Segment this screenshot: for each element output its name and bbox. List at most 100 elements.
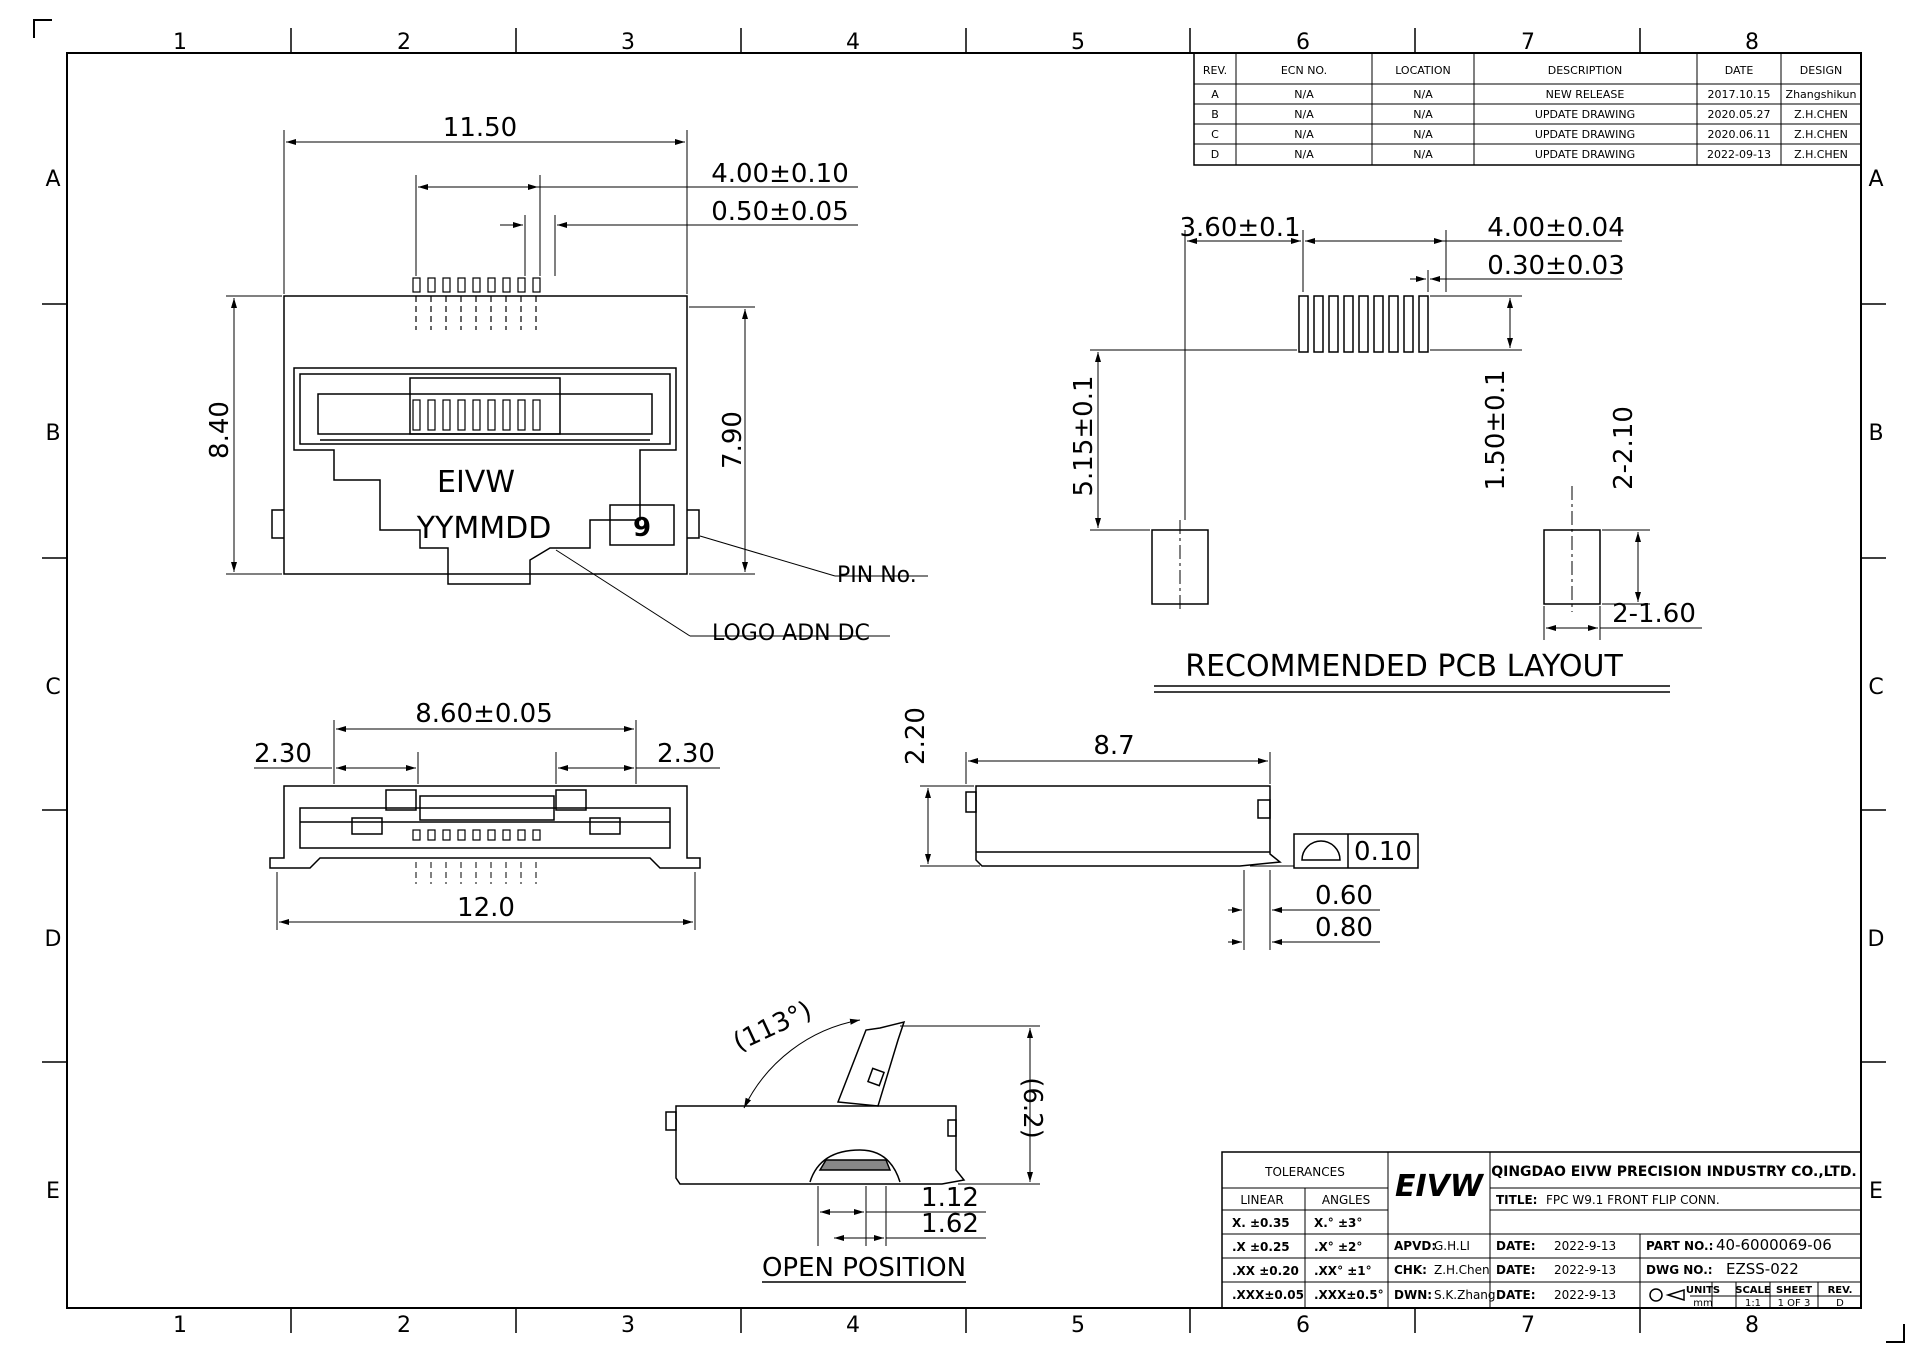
- flatness-value: 0.10: [1354, 837, 1412, 867]
- pin-number: 9: [633, 513, 651, 543]
- zone-col-7: 7: [1521, 30, 1535, 55]
- pcb-dim-mount-w: 2-1.60: [1612, 599, 1696, 629]
- part-no-label: PART NO.:: [1646, 1239, 1713, 1253]
- pcb-layout-title: RECOMMENDED PCB LAYOUT: [1185, 649, 1623, 684]
- rev-header-location: LOCATION: [1395, 64, 1451, 77]
- open-dim-a: 1.12: [921, 1183, 979, 1213]
- pcb-dim-vertical: 5.15±0.1: [1069, 375, 1099, 496]
- zone-col-6-bottom: 6: [1296, 1313, 1310, 1338]
- zone-col-2: 2: [397, 30, 411, 55]
- rev-cell: C: [1211, 128, 1219, 141]
- drawing-border: [66, 52, 1862, 1309]
- callout-logo: LOGO ADN DC: [712, 621, 870, 646]
- tolerances-title: TOLERANCES: [1264, 1165, 1345, 1179]
- pcb-mount-pad-left: [1151, 529, 1209, 605]
- rev-cell: N/A: [1294, 148, 1314, 161]
- open-actuator: [836, 1020, 906, 1107]
- front-view: [254, 720, 720, 930]
- zone-col-1-bottom: 1: [173, 1313, 187, 1338]
- rev-cell: NEW RELEASE: [1546, 88, 1625, 101]
- rev-cell: UPDATE DRAWING: [1535, 148, 1635, 161]
- dim-height-7-90: 7.90: [718, 411, 748, 469]
- zone-row-B-right: B: [1868, 421, 1883, 446]
- rev-cell: 2020.06.11: [1708, 128, 1771, 141]
- side-dim-height: 2.20: [901, 707, 931, 765]
- zone-col-7-bottom: 7: [1521, 1313, 1535, 1338]
- front-dim-total: 12.0: [457, 893, 515, 923]
- zone-row-A: A: [45, 167, 60, 192]
- front-dim-left: 2.30: [254, 739, 312, 769]
- pcb-layout: [1090, 230, 1702, 693]
- rev-cell: Z.H.CHEN: [1794, 128, 1848, 141]
- rev-value: D: [1836, 1298, 1844, 1309]
- title-block-text: TOLERANCES LINEAR ANGLES X. ±0.35 .X ±0.…: [1232, 1164, 1857, 1309]
- rev-cell: UPDATE DRAWING: [1535, 108, 1635, 121]
- part-no-value: 40-6000069-06: [1716, 1236, 1832, 1254]
- date-label: DATE:: [1496, 1288, 1536, 1302]
- pcb-dim-span: 4.00±0.04: [1487, 213, 1625, 243]
- sheet-label: SHEET: [1776, 1285, 1812, 1296]
- dwg-no-value: EZSS-022: [1726, 1260, 1799, 1278]
- front-dim-inner: 8.60±0.05: [415, 699, 553, 729]
- pcb-dim-offset: 3.60±0.1: [1179, 213, 1300, 243]
- open-dim-b: 1.62: [921, 1209, 979, 1239]
- tol-linear: X. ±0.35: [1232, 1216, 1290, 1230]
- front-view-text: 8.60±0.05 2.30 2.30 12.0: [254, 699, 715, 923]
- side-dim-b: 0.80: [1315, 913, 1373, 943]
- open-height: (6.2): [1017, 1077, 1047, 1139]
- apvd-label: APVD:: [1394, 1239, 1436, 1253]
- scale-value: 1:1: [1745, 1298, 1761, 1309]
- rev-header-description: DESCRIPTION: [1548, 64, 1622, 77]
- front-dim-right: 2.30: [657, 739, 715, 769]
- tol-angle: .XXX±0.5°: [1314, 1288, 1384, 1302]
- title-value: FPC W9.1 FRONT FLIP CONN.: [1546, 1193, 1720, 1207]
- rev-header-ecn: ECN NO.: [1281, 64, 1327, 77]
- flatness-frame: [1293, 833, 1419, 869]
- rev-cell: N/A: [1413, 128, 1433, 141]
- rev-header-design: DESIGN: [1800, 64, 1842, 77]
- zone-labels: 1 2 3 4 5 6 7 8 1 2 3 4 5 6 7 8 A B C D …: [45, 30, 1885, 1338]
- rev-header-rev: REV.: [1203, 64, 1227, 77]
- linear-label: LINEAR: [1240, 1193, 1283, 1207]
- chk-label: CHK:: [1394, 1263, 1427, 1277]
- zone-col-3-bottom: 3: [621, 1313, 635, 1338]
- tol-angle: .XX° ±1°: [1314, 1264, 1372, 1278]
- zone-col-3: 3: [621, 30, 635, 55]
- zone-row-A-right: A: [1868, 167, 1883, 192]
- side-view-body: [975, 785, 1282, 867]
- rev-cell: D: [1211, 148, 1219, 161]
- date-value: 2022-9-13: [1554, 1239, 1616, 1253]
- zone-col-8: 8: [1745, 30, 1759, 55]
- company-name: QINGDAO EIVW PRECISION INDUSTRY CO.,LTD.: [1491, 1164, 1857, 1180]
- title-block: [1221, 1151, 1862, 1309]
- open-view: [665, 1018, 1040, 1283]
- dwg-no-label: DWG NO.:: [1646, 1263, 1713, 1277]
- side-dim-a: 0.60: [1315, 881, 1373, 911]
- tol-angle: X.° ±3°: [1314, 1216, 1362, 1230]
- units-label: UNITS: [1686, 1285, 1720, 1296]
- zone-row-C-right: C: [1868, 675, 1883, 700]
- pcb-layout-text: 3.60±0.1 4.00±0.04 0.30±0.03 5.15±0.1 1.…: [1069, 213, 1696, 684]
- revision-table: REV. ECN NO. LOCATION DESCRIPTION DATE D…: [1193, 52, 1862, 166]
- zone-row-B: B: [45, 421, 60, 446]
- zone-col-1: 1: [173, 30, 187, 55]
- date-label: DATE:: [1496, 1263, 1536, 1277]
- side-view: [920, 752, 1419, 950]
- dim-height-8-40: 8.40: [205, 401, 235, 459]
- tol-angle: .X° ±2°: [1314, 1240, 1362, 1254]
- zone-col-4: 4: [846, 30, 860, 55]
- side-dim-length: 8.7: [1093, 731, 1134, 761]
- dwn-name: S.K.Zhang: [1434, 1288, 1496, 1302]
- rev-cell: Z.H.CHEN: [1794, 108, 1848, 121]
- dim-pitch: 0.50±0.05: [711, 197, 849, 227]
- rev-header-date: DATE: [1725, 64, 1754, 77]
- tol-linear: .XX ±0.20: [1232, 1264, 1299, 1278]
- dim-pitch-span: 4.00±0.10: [711, 159, 849, 189]
- top-view-housing: [293, 367, 677, 585]
- date-value: 2022-9-13: [1554, 1288, 1616, 1302]
- apvd-name: G.H.LI: [1434, 1239, 1470, 1253]
- rev-cell: N/A: [1413, 88, 1433, 101]
- units-value: mm: [1693, 1298, 1712, 1309]
- zone-col-6: 6: [1296, 30, 1310, 55]
- chk-name: Z.H.Chen: [1434, 1263, 1490, 1277]
